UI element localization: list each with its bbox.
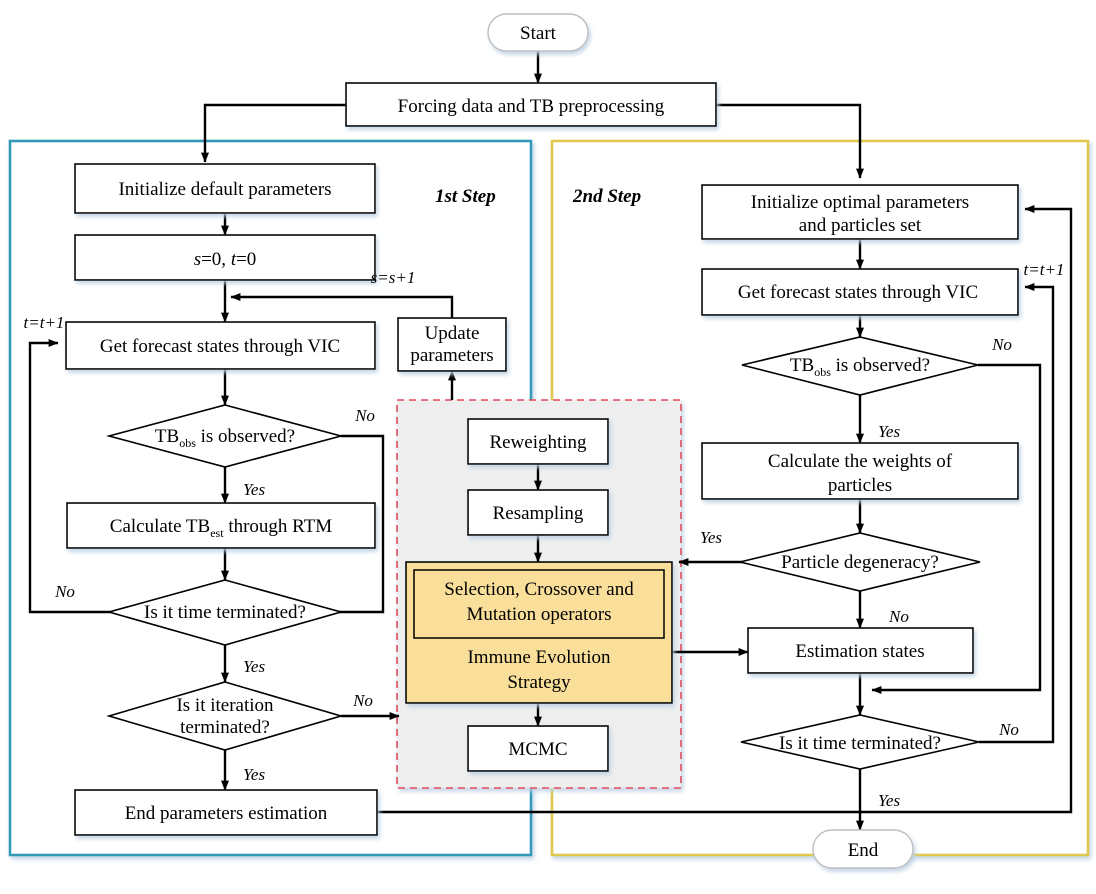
node-reweighting: Reweighting [467, 418, 609, 465]
node-is-it-time-terminated-left: Is it time terminated? [106, 579, 344, 646]
node-calculate-weights-line1: Calculate the weights of [768, 451, 953, 472]
node-particle-degeneracy: Particle degeneracy? [739, 532, 981, 592]
node-counters-init-label: s=0, t=0 [194, 249, 257, 270]
edge-label-s-increment: s=s+1 [371, 268, 416, 287]
edge-label-t-increment-right: t=t+1 [1024, 260, 1065, 279]
node-resampling: Resampling [467, 489, 609, 536]
node-is-it-time-terminated-left-label: Is it time terminated? [144, 602, 306, 623]
node-estimation-states-label: Estimation states [795, 641, 924, 662]
edge-label-no-iter-left: No [352, 691, 373, 710]
edge-label-yes-tb-left: Yes [243, 480, 265, 499]
node-immune-strategy-line2: Strategy [507, 672, 571, 693]
node-end-parameters-estimation: End parameters estimation [74, 789, 378, 836]
node-estimation-states: Estimation states [747, 627, 974, 674]
edge-label-yes-time-left: Yes [243, 657, 265, 676]
node-start-label: Start [520, 23, 557, 44]
node-initialize-default-parameters-label: Initialize default parameters [118, 179, 331, 200]
node-operators-line1: Selection, Crossover and [444, 579, 634, 600]
edge-label-yes-iter-left: Yes [243, 765, 265, 784]
edge-label-yes-tb-right: Yes [878, 422, 900, 441]
node-get-forecast-states-left: Get forecast states through VIC [65, 321, 376, 370]
node-counters-init: s=0, t=0 [74, 234, 376, 281]
node-calculate-tb-est: Calculate TBest through RTM [66, 502, 376, 549]
node-get-forecast-states-right-label: Get forecast states through VIC [738, 282, 978, 303]
node-tb-obs-observed-left-label: TBobs is observed? [155, 426, 295, 450]
node-update-parameters: Update parameters [397, 317, 507, 372]
label-1st-step: 1st Step [435, 186, 496, 207]
node-reweighting-label: Reweighting [489, 432, 587, 453]
label-2nd-step: 2nd Step [572, 186, 641, 207]
node-update-parameters-line1: Update [425, 323, 480, 344]
node-end-label: End [848, 840, 879, 861]
node-is-it-iteration-terminated: Is it iteration terminated? [106, 681, 344, 751]
node-preprocess-label: Forcing data and TB preprocessing [398, 96, 665, 117]
node-particle-degeneracy-label: Particle degeneracy? [781, 552, 939, 573]
node-resampling-label: Resampling [493, 503, 584, 524]
node-is-it-iteration-terminated-line2: terminated? [180, 717, 270, 738]
node-initialize-default-parameters: Initialize default parameters [74, 163, 376, 214]
node-tb-obs-observed-right-label: TBobs is observed? [790, 355, 930, 379]
node-initialize-optimal-parameters-line2: and particles set [799, 215, 922, 236]
edge-label-no-time-left: No [54, 582, 75, 601]
node-tb-obs-observed-left: TBobs is observed? [105, 404, 345, 468]
node-immune-evolution-strategy: Selection, Crossover and Mutation operat… [405, 561, 673, 704]
node-operators-line2: Mutation operators [466, 604, 611, 625]
node-is-it-time-terminated-right: Is it time terminated? [740, 714, 980, 770]
node-is-it-iteration-terminated-line1: Is it iteration [176, 695, 274, 716]
node-calculate-tb-est-label: Calculate TBest through RTM [110, 516, 333, 540]
node-calculate-weights-line2: particles [828, 475, 892, 496]
edge-label-yes-degeneracy: Yes [700, 528, 722, 547]
node-tb-obs-observed-right: TBobs is observed? [741, 336, 979, 396]
node-calculate-weights-of-particles: Calculate the weights of particles [701, 442, 1019, 500]
edge-label-t-increment-left: t=t+1 [24, 313, 65, 332]
node-is-it-time-terminated-right-label: Is it time terminated? [779, 733, 941, 754]
node-initialize-optimal-parameters-line1: Initialize optimal parameters [751, 192, 969, 213]
node-mcmc: MCMC [467, 725, 609, 772]
node-end-parameters-estimation-label: End parameters estimation [125, 803, 328, 824]
edge-label-no-tb-right: No [991, 335, 1012, 354]
node-start: Start [487, 13, 589, 52]
edge-label-yes-time-right: Yes [878, 791, 900, 810]
node-immune-strategy-line1: Immune Evolution [467, 647, 611, 668]
node-end: End [812, 829, 914, 869]
edge-label-no-time-right: No [998, 720, 1019, 739]
edge-label-no-tb-left: No [354, 406, 375, 425]
edge-label-no-degeneracy: No [888, 607, 909, 626]
node-get-forecast-states-right: Get forecast states through VIC [701, 268, 1019, 316]
node-preprocess: Forcing data and TB preprocessing [345, 82, 717, 127]
node-update-parameters-line2: parameters [410, 345, 493, 366]
node-get-forecast-states-left-label: Get forecast states through VIC [100, 336, 340, 357]
node-initialize-optimal-parameters: Initialize optimal parameters and partic… [701, 184, 1019, 240]
node-mcmc-label: MCMC [508, 739, 567, 760]
